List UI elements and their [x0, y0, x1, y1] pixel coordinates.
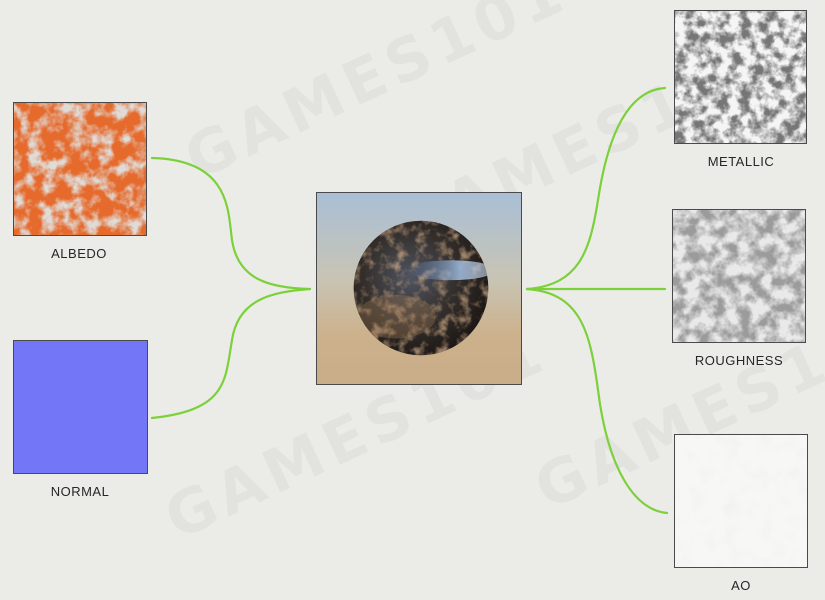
ao-label: AO [731, 578, 751, 593]
connector-metallic [525, 86, 667, 291]
connector-albedo [150, 156, 312, 291]
metallic-map-tile [674, 10, 807, 144]
metallic-label: METALLIC [707, 154, 775, 169]
albedo-map-tile [13, 102, 147, 236]
rendered-sphere-preview [316, 192, 522, 385]
normal-map-tile [13, 340, 148, 474]
connector-ao [525, 287, 669, 515]
roughness-label: ROUGHNESS [694, 353, 784, 368]
connector-normal [150, 287, 312, 420]
normal-label: NORMAL [50, 484, 110, 499]
ao-map-tile [674, 434, 808, 568]
roughness-map-tile [672, 209, 806, 343]
albedo-label: ALBEDO [51, 246, 107, 261]
